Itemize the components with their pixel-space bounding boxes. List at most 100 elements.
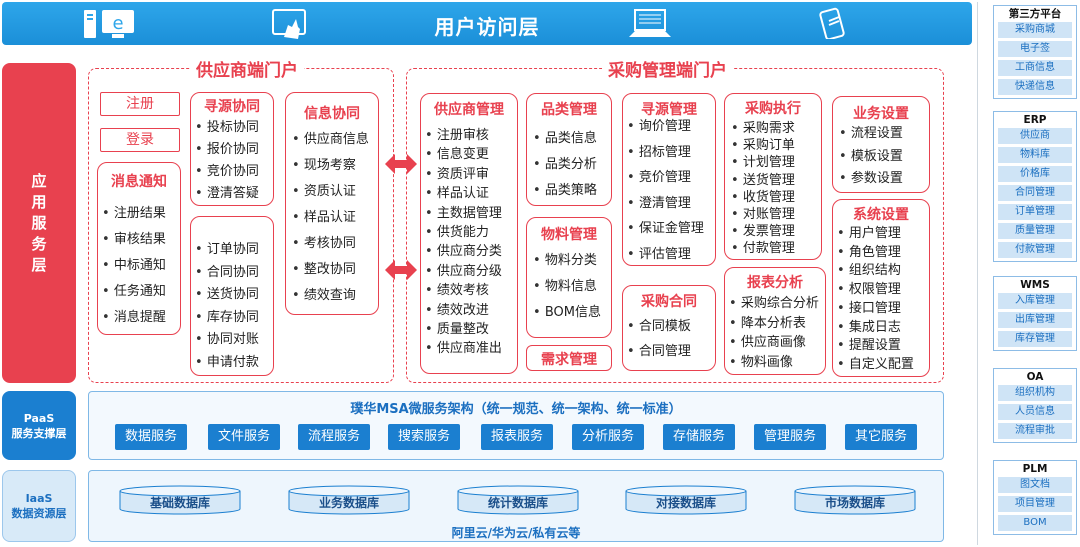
data-service-button[interactable]: 数据服务 bbox=[115, 424, 187, 450]
list-item[interactable]: 库存协同 bbox=[195, 307, 269, 330]
list-item[interactable]: 主数据管理 bbox=[425, 204, 513, 223]
list-item[interactable]: 参数设置 bbox=[839, 168, 925, 191]
list-item[interactable]: 合同模板 bbox=[627, 314, 711, 339]
list-item[interactable]: 角色管理 bbox=[837, 244, 925, 263]
side-item[interactable]: 流程审批 bbox=[998, 423, 1072, 439]
list-item[interactable]: 整改协同 bbox=[292, 257, 374, 283]
list-item[interactable]: 供应商信息 bbox=[292, 127, 374, 153]
side-item[interactable]: 工商信息 bbox=[998, 60, 1072, 76]
list-item[interactable]: 澄清管理 bbox=[627, 191, 711, 217]
list-item[interactable]: 合同协同 bbox=[195, 262, 269, 285]
list-item[interactable]: 报价协同 bbox=[195, 139, 269, 161]
side-item[interactable]: 组织机构 bbox=[998, 385, 1072, 401]
management-service-button[interactable]: 管理服务 bbox=[754, 424, 826, 450]
list-item[interactable]: 接口管理 bbox=[837, 300, 925, 319]
list-item[interactable]: 集成日志 bbox=[837, 319, 925, 338]
list-item[interactable]: 权限管理 bbox=[837, 281, 925, 300]
list-item[interactable]: 对账管理 bbox=[731, 206, 817, 223]
list-item[interactable]: 资质认证 bbox=[292, 179, 374, 205]
list-item[interactable]: 品类分析 bbox=[533, 152, 607, 178]
side-item[interactable]: 付款管理 bbox=[998, 242, 1072, 258]
list-item[interactable]: 提醒设置 bbox=[837, 337, 925, 356]
list-item[interactable]: BOM信息 bbox=[533, 300, 607, 326]
list-item[interactable]: 物料分类 bbox=[533, 248, 607, 274]
report-service-button[interactable]: 报表服务 bbox=[481, 424, 553, 450]
demand-management-box[interactable]: 需求管理 bbox=[526, 345, 612, 371]
side-item[interactable]: 入库管理 bbox=[998, 293, 1072, 309]
list-item[interactable]: 申请付款 bbox=[195, 352, 269, 375]
side-item[interactable]: 质量管理 bbox=[998, 223, 1072, 239]
list-item[interactable]: 供应商分级 bbox=[425, 262, 513, 281]
list-item[interactable]: 注册结果 bbox=[102, 201, 176, 227]
login-button[interactable]: 登录 bbox=[100, 128, 180, 152]
side-item[interactable]: 项目管理 bbox=[998, 496, 1072, 512]
list-item[interactable]: 合同管理 bbox=[627, 339, 711, 364]
list-item[interactable]: 资质评审 bbox=[425, 165, 513, 184]
side-item[interactable]: 供应商 bbox=[998, 128, 1072, 144]
list-item[interactable]: 付款管理 bbox=[731, 240, 817, 257]
list-item[interactable]: 绩效考核 bbox=[425, 281, 513, 300]
side-item[interactable]: 出库管理 bbox=[998, 312, 1072, 328]
list-item[interactable]: 现场考察 bbox=[292, 153, 374, 179]
list-item[interactable]: 中标通知 bbox=[102, 253, 176, 279]
list-item[interactable]: 订单协同 bbox=[195, 239, 269, 262]
analysis-service-button[interactable]: 分析服务 bbox=[572, 424, 644, 450]
list-item[interactable]: 样品认证 bbox=[425, 184, 513, 203]
list-item[interactable]: 任务通知 bbox=[102, 279, 176, 305]
other-service-button[interactable]: 其它服务 bbox=[845, 424, 917, 450]
side-item[interactable]: 人员信息 bbox=[998, 404, 1072, 420]
list-item[interactable]: 竞价管理 bbox=[627, 165, 711, 191]
list-item[interactable]: 询价管理 bbox=[627, 114, 711, 140]
side-item[interactable]: 库存管理 bbox=[998, 331, 1072, 347]
side-item[interactable]: BOM bbox=[998, 515, 1072, 531]
side-item[interactable]: 价格库 bbox=[998, 166, 1072, 182]
list-item[interactable]: 投标协同 bbox=[195, 117, 269, 139]
list-item[interactable]: 采购综合分析 bbox=[729, 294, 821, 314]
list-item[interactable]: 澄清答疑 bbox=[195, 183, 269, 205]
list-item[interactable]: 组织结构 bbox=[837, 262, 925, 281]
list-item[interactable]: 绩效查询 bbox=[292, 283, 374, 309]
list-item[interactable]: 模板设置 bbox=[839, 146, 925, 169]
list-item[interactable]: 送货协同 bbox=[195, 284, 269, 307]
list-item[interactable]: 考核协同 bbox=[292, 231, 374, 257]
list-item[interactable]: 自定义配置 bbox=[837, 356, 925, 375]
list-item[interactable]: 采购订单 bbox=[731, 137, 817, 154]
list-item[interactable]: 降本分析表 bbox=[729, 314, 821, 334]
storage-service-button[interactable]: 存储服务 bbox=[663, 424, 735, 450]
side-item[interactable]: 采购商城 bbox=[998, 22, 1072, 38]
search-service-button[interactable]: 搜索服务 bbox=[388, 424, 460, 450]
list-item[interactable]: 协同对账 bbox=[195, 329, 269, 352]
list-item[interactable]: 收货管理 bbox=[731, 189, 817, 206]
process-service-button[interactable]: 流程服务 bbox=[298, 424, 370, 450]
list-item[interactable]: 品类信息 bbox=[533, 126, 607, 152]
list-item[interactable]: 物料画像 bbox=[729, 353, 821, 373]
list-item[interactable]: 质量整改 bbox=[425, 320, 513, 339]
list-item[interactable]: 审核结果 bbox=[102, 227, 176, 253]
list-item[interactable]: 保证金管理 bbox=[627, 216, 711, 242]
list-item[interactable]: 流程设置 bbox=[839, 123, 925, 146]
list-item[interactable]: 信息变更 bbox=[425, 145, 513, 164]
list-item[interactable]: 送货管理 bbox=[731, 172, 817, 189]
side-item[interactable]: 图文档 bbox=[998, 477, 1072, 493]
list-item[interactable]: 评估管理 bbox=[627, 242, 711, 268]
list-item[interactable]: 招标管理 bbox=[627, 140, 711, 166]
side-item[interactable]: 合同管理 bbox=[998, 185, 1072, 201]
list-item[interactable]: 用户管理 bbox=[837, 225, 925, 244]
side-item[interactable]: 订单管理 bbox=[998, 204, 1072, 220]
file-service-button[interactable]: 文件服务 bbox=[208, 424, 280, 450]
list-item[interactable]: 发票管理 bbox=[731, 223, 817, 240]
list-item[interactable]: 竞价协同 bbox=[195, 161, 269, 183]
list-item[interactable]: 样品认证 bbox=[292, 205, 374, 231]
side-item[interactable]: 电子签 bbox=[998, 41, 1072, 57]
list-item[interactable]: 计划管理 bbox=[731, 154, 817, 171]
list-item[interactable]: 供应商准出 bbox=[425, 339, 513, 358]
list-item[interactable]: 供应商画像 bbox=[729, 333, 821, 353]
list-item[interactable]: 注册审核 bbox=[425, 126, 513, 145]
side-item[interactable]: 快递信息 bbox=[998, 79, 1072, 95]
list-item[interactable]: 绩效改进 bbox=[425, 301, 513, 320]
list-item[interactable]: 供货能力 bbox=[425, 223, 513, 242]
list-item[interactable]: 物料信息 bbox=[533, 274, 607, 300]
list-item[interactable]: 供应商分类 bbox=[425, 242, 513, 261]
register-button[interactable]: 注册 bbox=[100, 92, 180, 116]
side-item[interactable]: 物料库 bbox=[998, 147, 1072, 163]
